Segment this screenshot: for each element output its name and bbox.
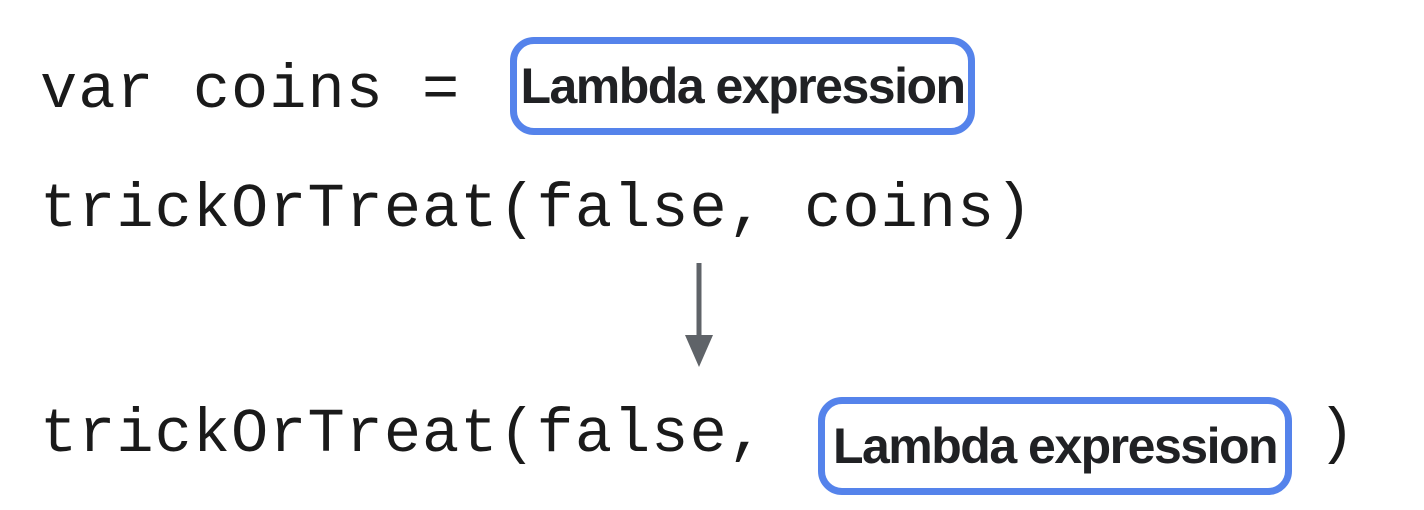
down-arrow-icon [685, 263, 713, 367]
lambda-expression-label-top: Lambda expression [520, 58, 966, 114]
code-function-call-before-box: trickOrTreat(false, [40, 399, 766, 470]
code-function-call-with-variable: trickOrTreat(false, coins) [40, 174, 1034, 245]
code-var-declaration: var coins = [40, 55, 461, 126]
code-closing-paren: ) [1318, 399, 1357, 470]
lambda-expression-label-bottom: Lambda expression [832, 418, 1279, 474]
lambda-expression-box-top: Lambda expression [510, 37, 975, 135]
lambda-expression-box-bottom: Lambda expression [818, 397, 1292, 495]
